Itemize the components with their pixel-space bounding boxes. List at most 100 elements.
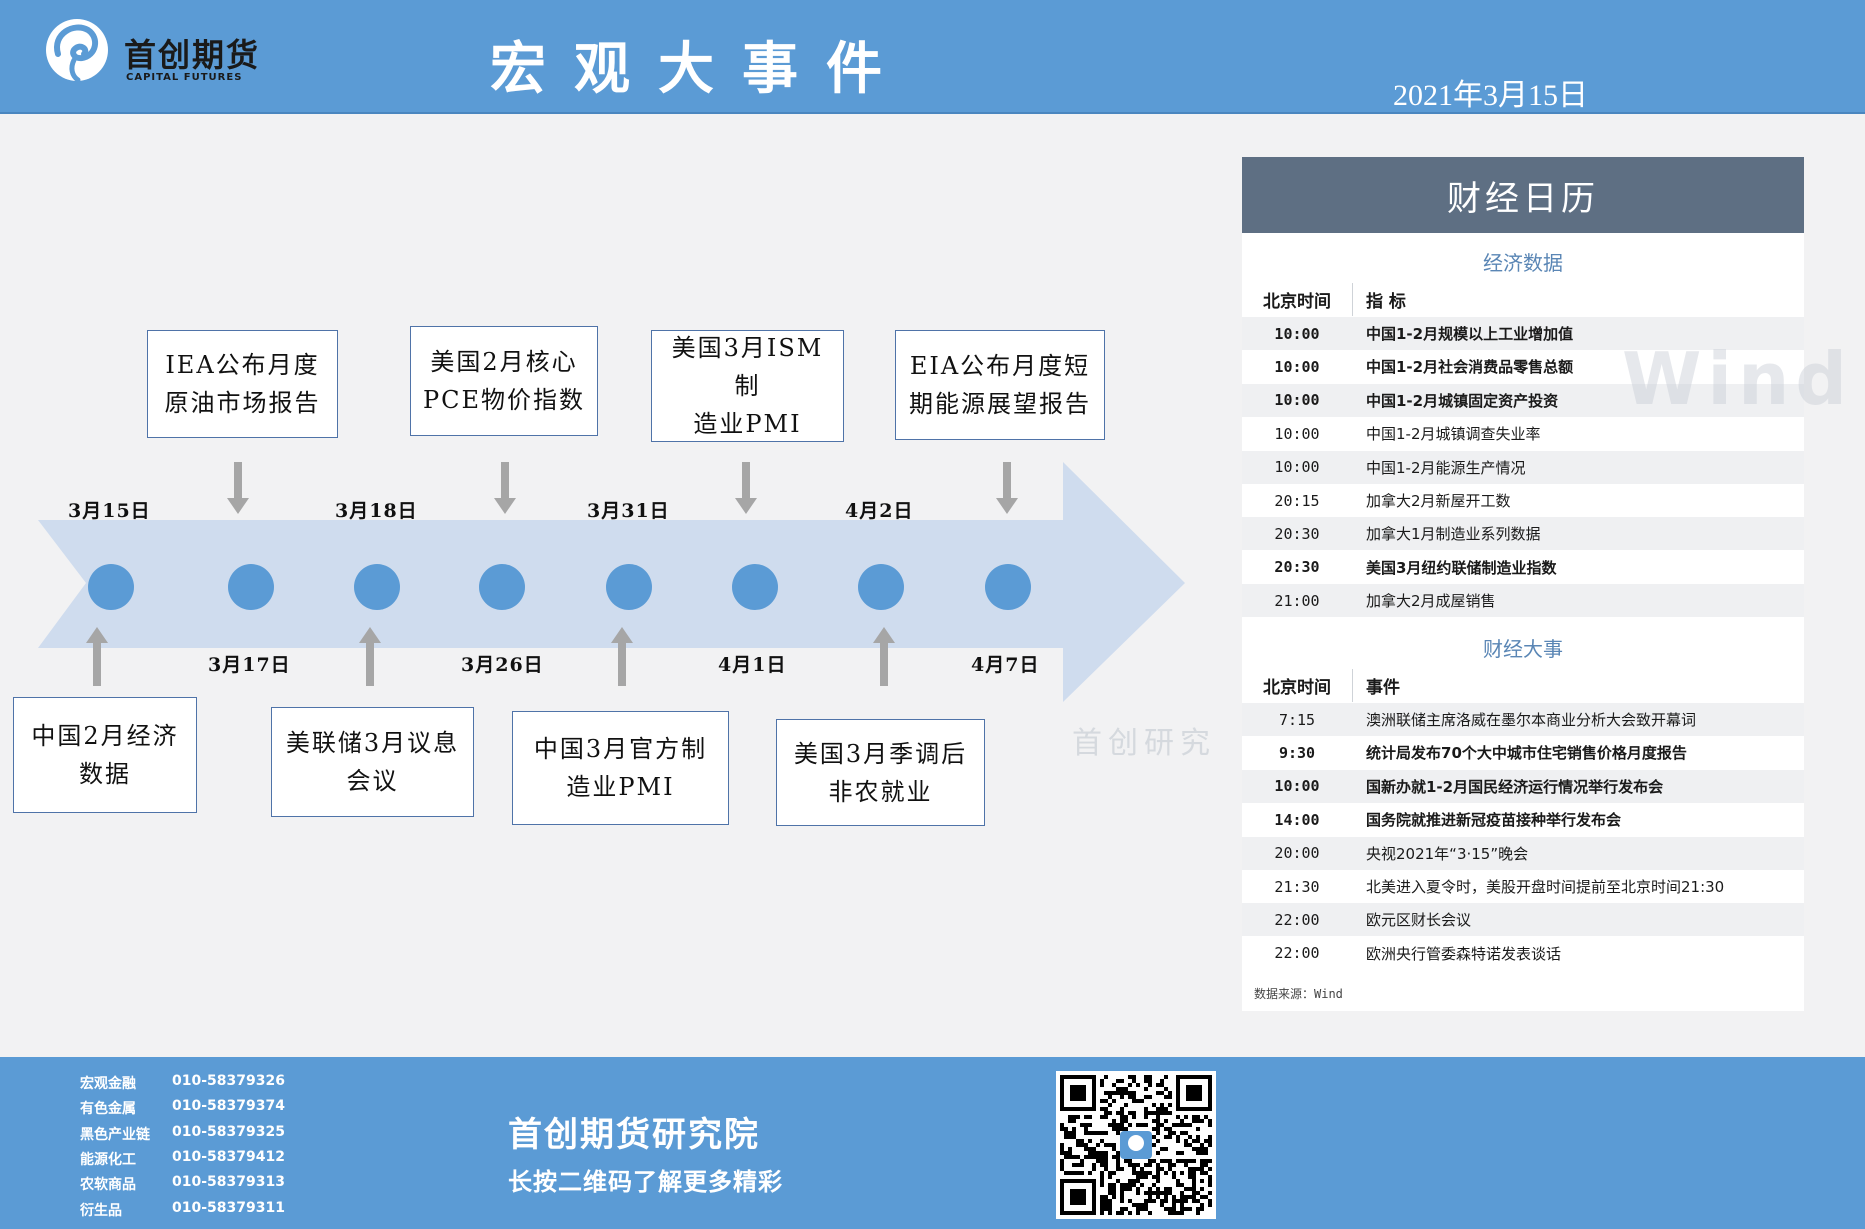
capital-futures-logo-icon xyxy=(46,19,108,83)
economic-data-row: 20:30 美国3月纽约联储制造业指数 xyxy=(1242,551,1804,584)
contact-line: 宏观金融 010-58379326 xyxy=(80,1073,285,1093)
financial-event-row: 7:15 澳洲联储主席洛威在墨尔本商业分析大会致开幕词 xyxy=(1242,703,1804,736)
header-time: 北京时间 xyxy=(1263,292,1331,312)
pointer-up-arrow-icon xyxy=(359,627,381,686)
date-label-bottom: 4月7日 xyxy=(971,654,1040,676)
economic-data-row: 10:00 中国1-2月能源生产情况 xyxy=(1242,450,1804,484)
timeline-dot xyxy=(858,564,904,610)
contact-dept: 能源化工 xyxy=(80,1151,136,1168)
row-time: 7:15 xyxy=(1278,710,1316,729)
page-title: 宏观大事件 xyxy=(490,36,910,102)
economic-data-section-title: 经济数据 xyxy=(1483,251,1563,275)
timeline-dot xyxy=(354,564,400,610)
date-label-bottom: 3月26日 xyxy=(461,654,544,676)
contact-phone: 010-58379374 xyxy=(172,1098,285,1115)
watermark-wind: Wind xyxy=(1622,337,1853,421)
contact-phone: 010-58379325 xyxy=(172,1123,285,1140)
date-label-top: 3月15日 xyxy=(68,500,151,522)
row-time: 14:00 xyxy=(1274,810,1320,829)
financial-event-row: 21:30 北美进入夏令时，美股开盘时间提前至北京时间21:30 xyxy=(1242,870,1804,903)
row-description: 北美进入夏令时，美股开盘时间提前至北京时间21:30 xyxy=(1366,878,1725,896)
row-time: 22:00 xyxy=(1274,944,1320,963)
row-description: 统计局发布70个大中城市住宅销售价格月度报告 xyxy=(1366,744,1687,763)
brand-name-cn: 首创期货 xyxy=(124,36,261,74)
pointer-up-arrow-icon xyxy=(86,627,108,686)
pointer-up-arrow-icon xyxy=(873,627,895,686)
row-description: 加拿大2月成屋销售 xyxy=(1366,592,1496,611)
timeline-dot xyxy=(606,564,652,610)
date-label-bottom: 3月17日 xyxy=(208,654,291,676)
qr-code-icon[interactable] xyxy=(1056,1071,1216,1219)
economic-data-row: 21:00 加拿大2月成屋销售 xyxy=(1242,584,1804,618)
row-description: 加拿大2月新屋开工数 xyxy=(1366,492,1511,510)
row-description: 国务院就推进新冠疫苗接种举行发布会 xyxy=(1366,811,1622,830)
header-event: 事件 xyxy=(1366,678,1400,698)
row-description: 中国1-2月社会消费品零售总额 xyxy=(1366,358,1574,377)
economic-table-header: 北京时间 指 标 xyxy=(1242,283,1804,316)
row-description: 中国1-2月城镇调查失业率 xyxy=(1366,425,1541,444)
row-time: 20:15 xyxy=(1274,491,1320,510)
date-label-bottom: 4月1日 xyxy=(718,654,787,676)
timeline-dot xyxy=(985,564,1031,610)
economic-data-row: 20:15 加拿大2月新屋开工数 xyxy=(1242,484,1804,517)
row-description: 美国3月纽约联储制造业指数 xyxy=(1366,558,1557,577)
financial-event-row: 22:00 欧元区财长会议 xyxy=(1242,903,1804,937)
row-time: 20:30 xyxy=(1274,558,1320,577)
contact-dept: 衍生品 xyxy=(80,1202,122,1219)
events-section-title: 财经大事 xyxy=(1483,637,1563,661)
row-time: 10:00 xyxy=(1274,357,1320,376)
contact-dept: 宏观金融 xyxy=(80,1076,136,1092)
row-description: 澳洲联储主席洛威在墨尔本商业分析大会致开幕词 xyxy=(1366,711,1697,729)
financial-event-row: 14:00 国务院就推进新冠疫苗接种举行发布会 xyxy=(1242,803,1804,836)
pointer-down-arrow-icon xyxy=(735,462,757,514)
row-time: 22:00 xyxy=(1274,910,1320,929)
events-table-header: 北京时间 事件 xyxy=(1242,669,1804,702)
brand-name-en: CAPITAL FUTURES xyxy=(126,72,243,83)
event-us-ism-pmi: 美国3月ISM制造业PMI xyxy=(651,330,844,442)
contact-dept: 黑色产业链 xyxy=(80,1126,150,1143)
event-fed-fomc: 美联储3月议息会议 xyxy=(271,707,474,817)
timeline-dot xyxy=(228,564,274,610)
row-description: 加拿大1月制造业系列数据 xyxy=(1366,525,1541,544)
watermark-research: 首创研究 xyxy=(1072,726,1216,761)
date-label-top: 3月18日 xyxy=(335,500,418,522)
row-time: 10:00 xyxy=(1274,777,1320,796)
qr-slogan: 长按二维码了解更多精彩 xyxy=(508,1168,783,1196)
timeline-graphic xyxy=(38,462,1185,702)
calendar-title: 财经日历 xyxy=(1242,157,1804,233)
event-us-nonfarm: 美国3月季调后非农就业 xyxy=(776,719,985,826)
row-description: 中国1-2月规模以上工业增加值 xyxy=(1366,325,1574,343)
contact-phone: 010-58379412 xyxy=(172,1148,285,1165)
event-eia-energy-outlook: EIA公布月度短期能源展望报告 xyxy=(895,330,1105,440)
economic-data-row: 10:00 中国1-2月社会消费品零售总额 xyxy=(1242,350,1804,383)
contact-phone: 010-58379326 xyxy=(172,1073,285,1089)
contact-dept: 农软商品 xyxy=(80,1177,136,1194)
event-iea-oil-report: IEA公布月度原油市场报告 xyxy=(147,330,338,438)
pointer-down-arrow-icon xyxy=(996,462,1018,514)
row-time: 10:00 xyxy=(1274,424,1320,443)
row-description: 中国1-2月能源生产情况 xyxy=(1366,458,1526,477)
row-time: 21:00 xyxy=(1274,591,1320,610)
row-description: 央视2021年“3·15”晚会 xyxy=(1366,844,1529,863)
contact-line: 能源化工 010-58379412 xyxy=(80,1149,285,1169)
row-time: 21:30 xyxy=(1274,877,1320,896)
row-description: 中国1-2月城镇固定资产投资 xyxy=(1366,391,1559,410)
date-label-top: 3月31日 xyxy=(587,500,670,522)
timeline-dot xyxy=(479,564,525,610)
row-time: 10:00 xyxy=(1274,458,1320,477)
pointer-down-arrow-icon xyxy=(227,462,249,514)
row-description: 国新办就1-2月国民经济运行情况举行发布会 xyxy=(1366,777,1664,796)
date-label-top: 4月2日 xyxy=(845,500,914,522)
row-description: 欧元区财长会议 xyxy=(1366,911,1472,930)
institute-name: 首创期货研究院 xyxy=(508,1115,760,1155)
event-china-economic-data: 中国2月经济数据 xyxy=(13,697,197,813)
